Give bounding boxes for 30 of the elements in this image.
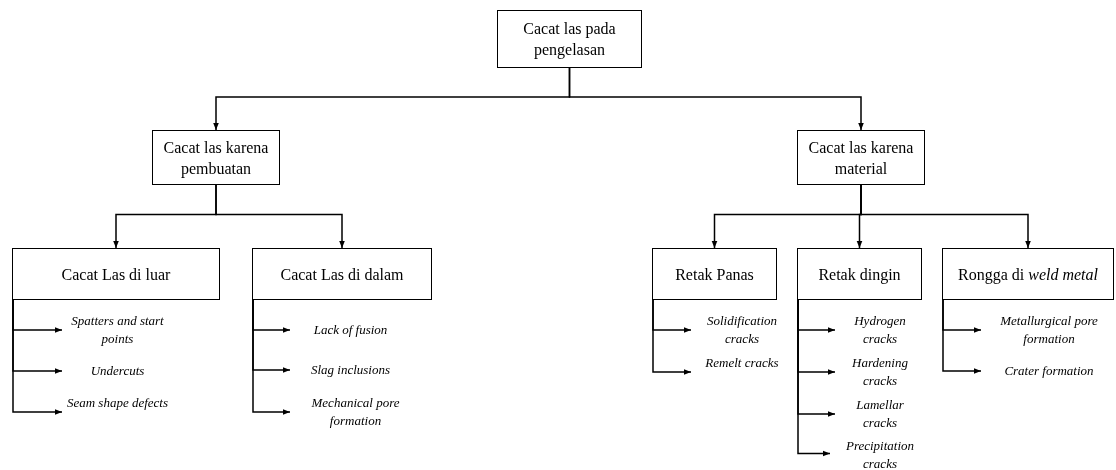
arrow bbox=[942, 299, 982, 374]
defect-label: Spatters and start points bbox=[65, 312, 170, 348]
defect-label: Crater formation bbox=[984, 362, 1114, 380]
arrow bbox=[215, 184, 345, 249]
defect-label: Hydrogen cracks bbox=[838, 312, 922, 348]
defect-label: Seam shape defects bbox=[65, 394, 170, 412]
category-box: Cacat Las di dalam bbox=[252, 248, 432, 300]
category-box: Cacat las karena material bbox=[797, 130, 925, 185]
defect-label: Lamellar cracks bbox=[838, 396, 922, 432]
defect-label: Remelt cracks bbox=[694, 354, 790, 372]
defect-label: Metallurgical pore formation bbox=[984, 312, 1114, 348]
arrow bbox=[797, 299, 831, 457]
arrow bbox=[12, 299, 63, 415]
defect-label: Precipitation cracks bbox=[833, 437, 927, 470]
defect-label: Slag inclusions bbox=[293, 361, 408, 379]
category-box: Retak dingin bbox=[797, 248, 922, 300]
defect-label: Mechanical pore formation bbox=[293, 394, 418, 430]
arrow bbox=[860, 184, 1031, 249]
category-box: Rongga di weld metal bbox=[942, 248, 1114, 300]
arrow bbox=[652, 299, 692, 375]
defect-label: Solidification cracks bbox=[694, 312, 790, 348]
category-box: Cacat Las di luar bbox=[12, 248, 220, 300]
category-box: Cacat las karena pembuatan bbox=[152, 130, 280, 185]
category-box: Cacat las pada pengelasan bbox=[497, 10, 642, 68]
category-box: Retak Panas bbox=[652, 248, 777, 300]
arrow bbox=[568, 67, 864, 131]
defect-label: Hardening cracks bbox=[838, 354, 922, 390]
defect-label: Undercuts bbox=[65, 362, 170, 380]
defect-label: Lack of fusion bbox=[293, 321, 408, 339]
arrow bbox=[252, 299, 291, 415]
